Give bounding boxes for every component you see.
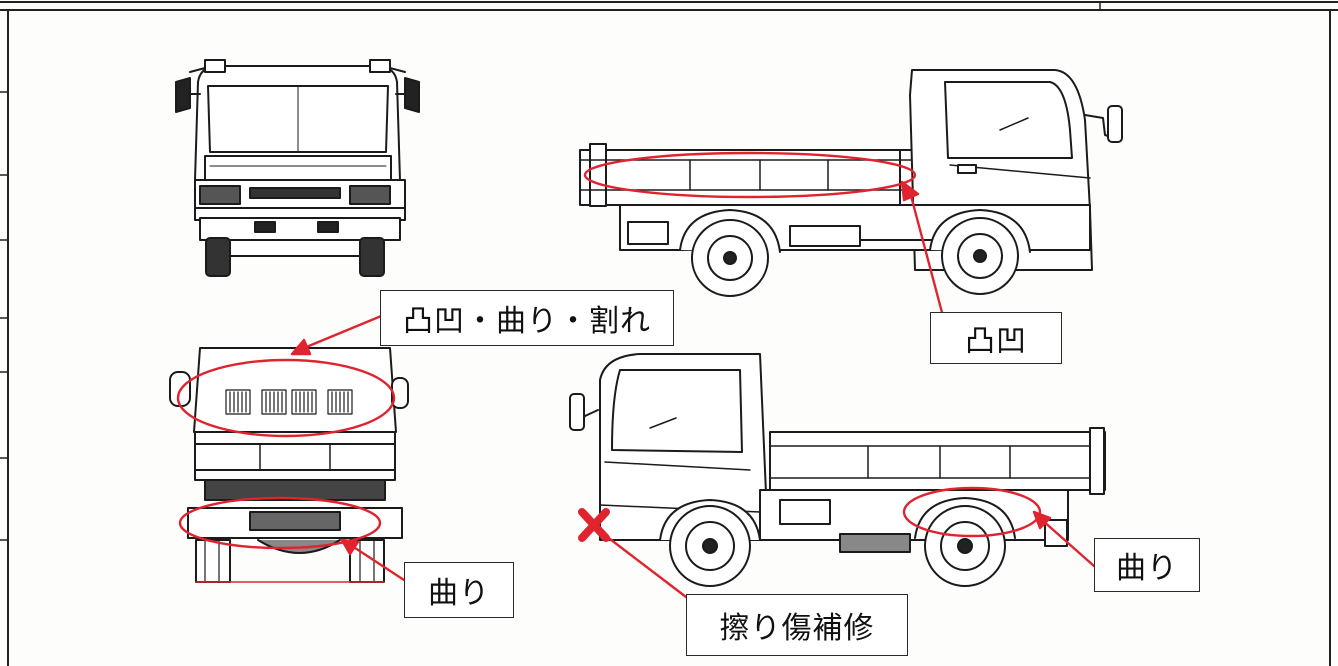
callout-label: 凸凹・曲り・割れ [403,304,651,339]
callout-label: 曲り [428,576,490,611]
callout-label: 擦り傷補修 [719,611,875,646]
rear-bumper-arrow-line [350,544,406,582]
dent-area-ellipse [583,151,917,199]
damage-annotations [176,151,1096,602]
side-chassis-arrowhead [1032,510,1052,530]
side-chassis-ellipse [902,486,1042,538]
dent-arrow-line [908,190,946,322]
dent-arrowhead [900,180,920,202]
rear-bumper-ellipse [178,496,382,550]
truck-front-view [175,59,420,277]
cross-mark-icon [578,508,610,542]
scratch-arrow-line [604,534,692,602]
callout-bend-side: 曲り [1094,538,1200,592]
truck-rear-view [169,347,409,583]
callout-bend-rear: 曲り [404,562,514,618]
cab-rear-arrowhead [290,338,312,356]
callout-dent-bend-crack: 凸凹・曲り・割れ [380,290,674,346]
callout-scratch-repair: 擦り傷補修 [686,594,908,656]
truck-right-side-view [579,69,1123,297]
truck-left-side-view [569,353,1106,587]
cab-rear-ellipse [176,358,396,438]
callout-dent: 凸凹 [930,312,1062,364]
callout-label: 凸凹 [965,324,1027,359]
cab-rear-arrow-line [302,312,388,350]
side-chassis-arrow-line [1040,518,1096,568]
rear-bumper-arrowhead [340,538,360,556]
callout-label: 曲り [1116,551,1178,586]
